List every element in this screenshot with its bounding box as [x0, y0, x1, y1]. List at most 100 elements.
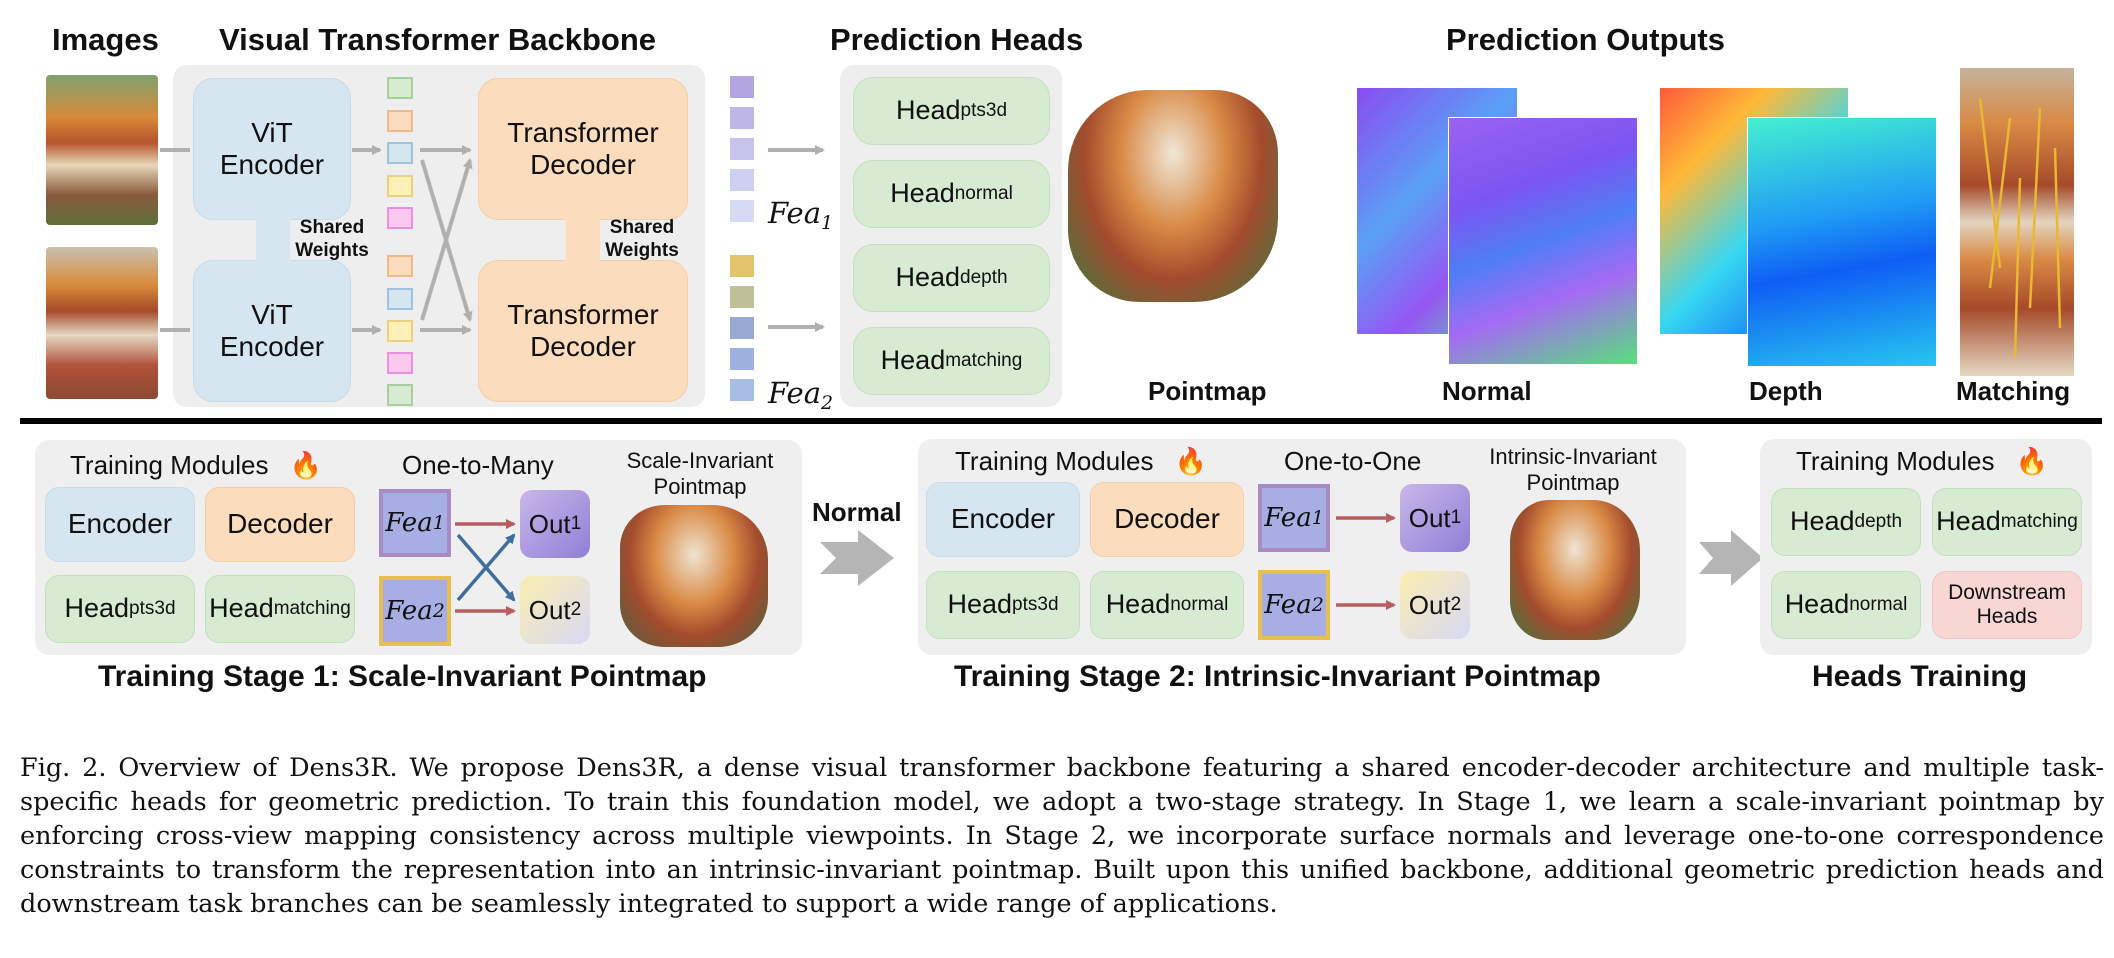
output-matching-label: Matching	[1956, 376, 2071, 406]
encoder-1-label-line2: Encoder	[219, 149, 325, 180]
head-normal-sub: normal	[954, 183, 1013, 205]
stage2-arrows	[1336, 513, 1396, 610]
normal-image-front	[1448, 117, 1638, 365]
decoder-1-label-line2: Decoder	[530, 149, 636, 180]
fea1-token-3	[730, 138, 754, 160]
fea2-token-4	[730, 348, 754, 370]
fire-icon: 🔥	[2015, 446, 2049, 476]
output-depth-label: Depth	[1749, 376, 1823, 406]
encoder-shared-weights-label: Shared Weights	[288, 216, 376, 262]
token-1-2	[387, 110, 413, 132]
stage1-modules-title: Training Modules 🔥	[70, 450, 322, 481]
encoder-shared-line1: Shared	[299, 217, 365, 238]
matching-correspondence-lines	[1978, 97, 2062, 359]
stage2-fea1-sub: 1	[1311, 507, 1324, 529]
matching-lines	[1978, 97, 2062, 359]
stage2-modules-title: Training Modules 🔥	[955, 446, 1207, 477]
section-divider	[20, 418, 2102, 424]
token-2-3	[387, 320, 413, 342]
stage2-result-line2: Pointmap	[1526, 470, 1620, 495]
stage2-pointmap-image	[1510, 500, 1640, 640]
stage2-encoder: Encoder	[926, 482, 1080, 557]
stage1-result-line1: Scale-Invariant	[626, 448, 774, 473]
stage2-head-normal-base: Head	[1105, 589, 1171, 620]
encoder-1-label-line1: ViT	[251, 116, 293, 148]
stage2-decoder: Decoder	[1090, 482, 1244, 557]
encoder-shared-link	[256, 218, 290, 262]
stage1-out2-base: Out	[528, 594, 571, 625]
stage1-out2-sub: 2	[570, 599, 582, 620]
input-image-2	[46, 247, 158, 399]
stage1-head-matching-base: Head	[209, 593, 274, 624]
stage1-fea2-sub: 2	[432, 600, 445, 622]
stage2-head-pts3d-sub: pts3d	[1012, 594, 1059, 616]
fea2-token-5	[730, 379, 754, 401]
stage1-arrow-fea2-out1	[456, 533, 516, 602]
vit-encoder-2: ViT Encoder	[193, 260, 351, 402]
stage3-modules-title: Training Modules 🔥	[1796, 446, 2048, 477]
depth-image-front	[1747, 117, 1937, 367]
stage2-out1-base: Out	[1408, 502, 1451, 533]
fire-icon: 🔥	[1174, 446, 1208, 476]
stage2-out2-sub: 2	[1450, 594, 1462, 615]
fea2-token-1	[730, 255, 754, 277]
encoder-2-label-line1: ViT	[251, 298, 293, 330]
stage3-head-matching-sub: matching	[2000, 511, 2078, 533]
fea2-token-3	[730, 317, 754, 339]
stage2-out1-sub: 1	[1450, 507, 1462, 528]
head-pts3d-base: Head	[895, 95, 961, 126]
normal-arrow-label: Normal	[812, 497, 902, 527]
stage3-head-depth-sub: depth	[1854, 511, 1903, 533]
fea1-label-base: Fea	[768, 196, 821, 230]
stage1-result-label: Scale-Invariant Pointmap	[610, 448, 790, 500]
head-normal-base: Head	[890, 178, 955, 209]
stage2-head-pts3d-base: Head	[947, 589, 1013, 620]
stage1-arrows	[455, 519, 516, 616]
stage1-fea1-sub: 1	[432, 512, 445, 534]
stage2-mapping-title: One-to-One	[1284, 446, 1422, 476]
stage1-title: Training Stage 1: Scale-Invariant Pointm…	[98, 660, 707, 693]
token-2-4	[387, 352, 413, 374]
fea1-token-5	[730, 200, 754, 222]
head-depth-base: Head	[895, 262, 960, 293]
stage1-head-matching-sub: matching	[273, 598, 351, 620]
stage2-decoder-label: Decoder	[1114, 503, 1220, 535]
head-matching-base: Head	[880, 345, 946, 376]
head-pts3d-sub: pts3d	[960, 100, 1008, 122]
stage2-result-line1: Intrinsic-Invariant	[1489, 444, 1657, 469]
fea1-label-sub: 1	[821, 212, 834, 234]
token-1-5	[387, 207, 413, 229]
encoder-2-label-line2: Encoder	[219, 331, 325, 362]
transformer-decoder-2: Transformer Decoder	[478, 260, 688, 402]
fea1-token-1	[730, 76, 754, 98]
downstream-line2: Heads	[1976, 605, 2038, 628]
pointmap-image	[1068, 90, 1278, 302]
stage2-modules-text: Training Modules	[955, 446, 1154, 476]
token-1-4	[387, 175, 413, 197]
decoder-shared-weights-label: Shared Weights	[598, 216, 686, 262]
fire-icon: 🔥	[289, 450, 323, 480]
stage3-head-normal-base: Head	[1784, 589, 1850, 620]
stage2-fea1-base: Fea	[1264, 503, 1312, 533]
stage1-encoder: Encoder	[45, 487, 195, 562]
fea2-label-sub: 2	[821, 392, 834, 414]
stage1-out1-base: Out	[528, 508, 571, 539]
decoder-shared-line2: Weights	[605, 240, 679, 261]
top-arrows	[160, 145, 825, 335]
stage2-result-label: Intrinsic-Invariant Pointmap	[1470, 444, 1676, 496]
arrow-cross-up	[420, 158, 473, 321]
stage1-head-pts3d-base: Head	[64, 593, 130, 624]
decoder-shared-link	[566, 218, 600, 262]
transformer-decoder-1: Transformer Decoder	[478, 78, 688, 220]
